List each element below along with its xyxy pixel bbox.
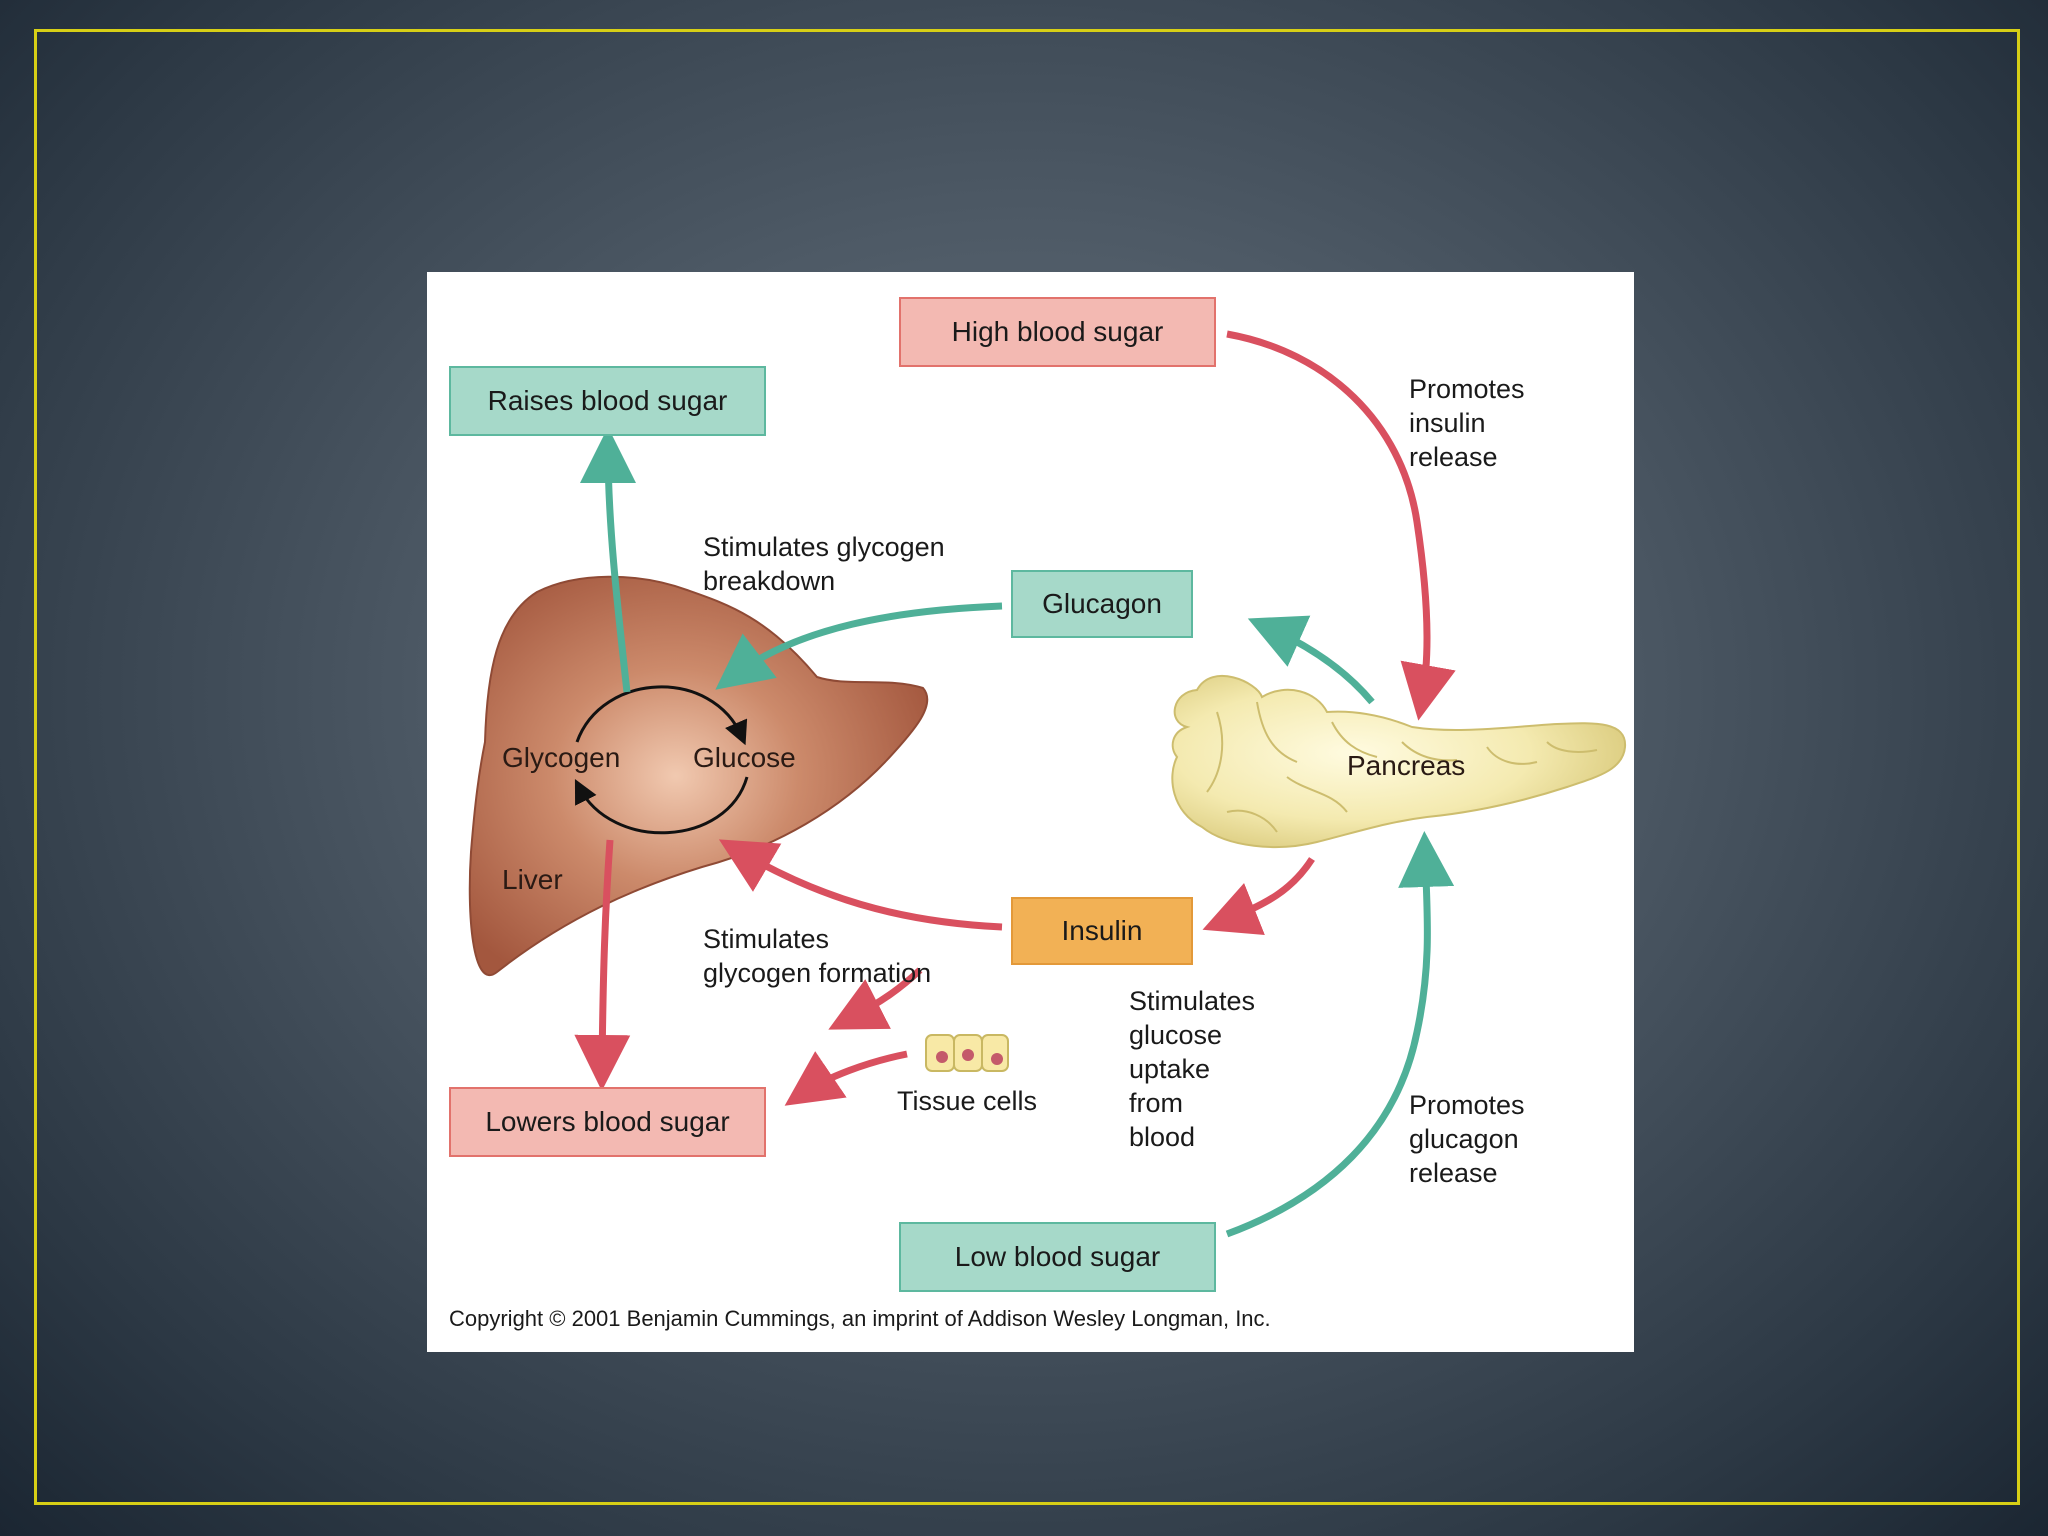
pancreas-shape [1171, 675, 1627, 848]
arrow-pancreas-to-insulin [1202, 857, 1315, 935]
arrow-pancreas-to-glucagon [1247, 615, 1375, 705]
high-blood-sugar-box: High blood sugar [899, 297, 1216, 367]
promotes-glucagon-release-label: Promotes glucagon release [1409, 1090, 1525, 1188]
arrow-liver-to-lowers [574, 839, 631, 1091]
glucose-label: Glucose [693, 742, 796, 773]
glycogen-label: Glycogen [502, 742, 621, 773]
slide-frame [34, 29, 2020, 1505]
promotes-insulin-release-label: Promotes insulin release [1409, 374, 1525, 472]
stimulates-glucose-uptake-label: Stimulates glucose uptake from blood [1129, 986, 1256, 1152]
pancreas-label: Pancreas [1347, 750, 1466, 781]
diagram-figure: High blood sugar Raises blood sugar Gluc… [427, 272, 1634, 1352]
raises-blood-sugar-box: Raises blood sugar [449, 366, 766, 436]
arrow-tissue-to-lowers [784, 1050, 908, 1106]
cycle-bottom-arrow [574, 776, 749, 835]
arrow-liver-to-raises [580, 427, 637, 693]
arrow-insulin-to-tissue [828, 967, 923, 1030]
insulin-box: Insulin [1011, 897, 1193, 965]
cycle-top-arrow [575, 685, 748, 746]
liver-label: Liver [502, 864, 563, 895]
copyright-notice: Copyright © 2001 Benjamin Cummings, an i… [449, 1306, 1271, 1331]
tissue-cells-icon [925, 1034, 1009, 1072]
arrow-insulin-to-liver [718, 839, 1003, 931]
lowers-blood-sugar-box: Lowers blood sugar [449, 1087, 766, 1157]
diagram-graphics [468, 330, 1627, 1238]
tissue-cells-label: Tissue cells [897, 1086, 1038, 1116]
low-blood-sugar-box: Low blood sugar [899, 1222, 1216, 1292]
arrow-high-to-pancreas [1226, 330, 1456, 721]
glucagon-box: Glucagon [1011, 570, 1193, 638]
liver-shape [468, 575, 929, 976]
stimulates-glycogen-formation-label: Stimulates glycogen formation [703, 924, 932, 988]
stimulates-glycogen-breakdown-label: Stimulates glycogen breakdown [703, 532, 945, 596]
arrow-low-to-pancreas [1225, 831, 1455, 1238]
arrow-glucagon-to-liver [715, 602, 1003, 690]
